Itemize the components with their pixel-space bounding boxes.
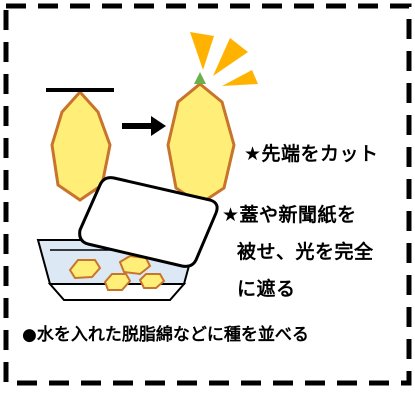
cover-label-line3: に遮る	[237, 278, 296, 300]
cut-rays-icon	[190, 32, 258, 86]
tray-lid	[78, 176, 219, 268]
cut-label: ★先端をカット	[244, 143, 379, 165]
dashed-border	[3, 3, 412, 386]
seeds	[68, 254, 166, 291]
bottom-label: ●水を入れた脱脂綿などに種を並べる	[22, 325, 309, 345]
fruit-before-cut	[50, 89, 112, 202]
arrow-icon	[122, 116, 166, 136]
fruit-after-cut	[166, 72, 236, 206]
cover-label-line1: ★蓋や新聞紙を	[222, 204, 357, 226]
cover-label-line2: 被せ、光を完全	[237, 241, 374, 263]
stem-tip	[194, 72, 206, 84]
